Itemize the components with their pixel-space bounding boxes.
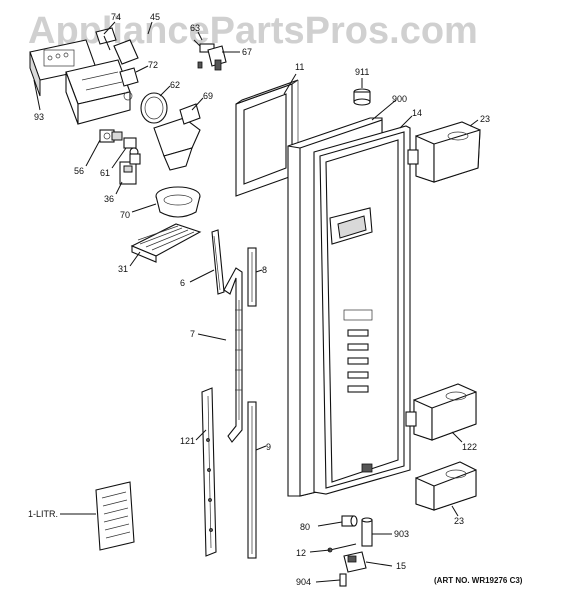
callout-9: 9 <box>266 442 271 452</box>
callout-70: 70 <box>120 210 130 220</box>
callout-80: 80 <box>300 522 310 532</box>
callout-15: 15 <box>396 561 406 571</box>
callout-904: 904 <box>296 577 311 587</box>
callout-12: 12 <box>296 548 306 558</box>
door-liner-14 <box>313 125 411 495</box>
pin-903 <box>361 517 373 547</box>
callout-1-litr: 1-LITR. <box>28 509 58 519</box>
callout-7: 7 <box>190 329 195 339</box>
trim-strip-8 <box>247 247 257 307</box>
callout-23-bottom: 23 <box>454 516 464 526</box>
callout-72: 72 <box>148 60 158 70</box>
callout-56: 56 <box>74 166 84 176</box>
handle-7 <box>223 267 243 443</box>
ice-maker-housing <box>29 27 139 125</box>
callout-6: 6 <box>180 278 185 288</box>
callout-62: 62 <box>170 80 180 90</box>
callout-61: 61 <box>100 168 110 178</box>
leader-lines <box>33 21 479 583</box>
literature-booklet <box>95 481 135 551</box>
callout-93: 93 <box>34 112 44 122</box>
hinge-15 <box>343 551 367 573</box>
callout-69: 69 <box>203 91 213 101</box>
trim-strip-6 <box>211 229 225 295</box>
fitting-part-56 <box>99 129 123 143</box>
callout-23-top: 23 <box>480 114 490 124</box>
fitting-part-61 <box>123 137 139 157</box>
callout-63: 63 <box>190 23 200 33</box>
callout-31: 31 <box>118 264 128 274</box>
ring-part-62 <box>140 92 168 124</box>
dispenser-frame-11 <box>235 79 299 197</box>
trim-strip-9 <box>247 401 257 559</box>
callout-67: 67 <box>242 47 252 57</box>
trim-strip-121 <box>201 387 217 557</box>
art-number: (ART NO. WR19276 C3) <box>434 576 523 585</box>
callout-45: 45 <box>150 12 160 22</box>
callout-911: 911 <box>355 67 369 77</box>
bushing-80 <box>341 515 358 527</box>
callout-900: 900 <box>392 94 407 104</box>
bracket-63-67 <box>193 39 227 71</box>
callout-8: 8 <box>262 265 267 275</box>
callout-14: 14 <box>412 108 422 118</box>
switch-part-36 <box>119 153 141 185</box>
callout-903: 903 <box>394 529 409 539</box>
screw-904 <box>339 573 347 587</box>
callout-121: 121 <box>180 436 195 446</box>
door-bin-122 <box>405 383 477 441</box>
callout-11: 11 <box>295 62 304 72</box>
diverter-part-69 <box>153 103 201 171</box>
wire-12 <box>327 543 357 553</box>
door-bin-23-top <box>407 121 481 183</box>
callout-labels: 74 45 63 67 72 62 69 93 56 61 36 70 31 1… <box>28 12 523 587</box>
housing-part-70 <box>155 186 201 218</box>
callout-74: 74 <box>111 12 121 22</box>
callout-122: 122 <box>462 442 477 452</box>
callout-36: 36 <box>104 194 114 204</box>
grille-part-31 <box>130 223 202 263</box>
cap-part-911 <box>353 88 371 106</box>
door-bin-23-bottom <box>415 461 477 511</box>
